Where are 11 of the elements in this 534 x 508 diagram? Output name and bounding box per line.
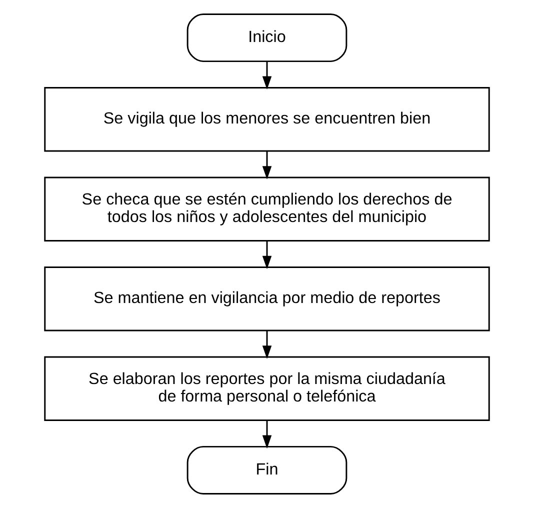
arrow	[262, 151, 272, 180]
node-box: Inicio	[186, 14, 348, 62]
node-box: Fin	[186, 446, 348, 494]
arrow	[262, 420, 272, 449]
arrow	[262, 330, 272, 359]
node-box: Se checa que se estén cumpliendo los derechos de todos los niños y adolescentes del municipio	[44, 176, 490, 242]
arrow	[262, 240, 272, 270]
arrow	[262, 62, 272, 90]
node-box: Se elaboran los reportes por la misma ciudadanía de forma personal o telefónica	[44, 356, 490, 421]
node-box: Se mantiene en vigilancia por medio de reportes	[44, 266, 490, 332]
node-box: Se vigila que los menores se encuentren bien	[44, 87, 490, 152]
